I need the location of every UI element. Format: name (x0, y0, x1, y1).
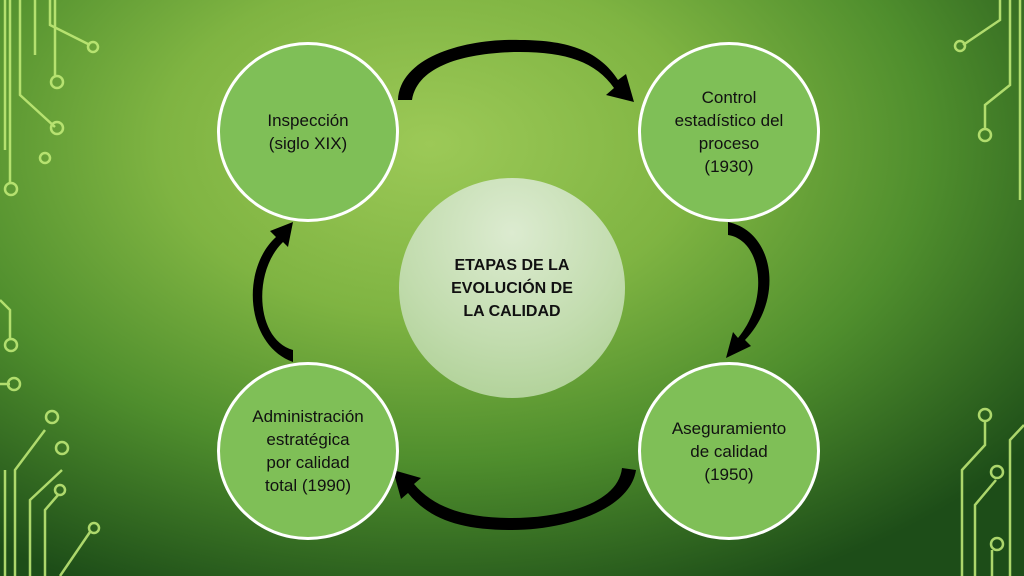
stage-label: Inspección (siglo XIX) (267, 111, 349, 153)
stage-administracion-estrategica: Administración estratégica por calidad t… (217, 362, 399, 540)
arrow-top (398, 39, 634, 102)
stage-inspeccion: Inspección (siglo XIX) (217, 42, 399, 222)
stage-label: Control estadístico del proceso (1930) (674, 88, 784, 176)
center-title-circle: ETAPAS DE LA EVOLUCIÓN DE LA CALIDAD (399, 178, 625, 398)
stage-control-estadistico: Control estadístico del proceso (1930) (638, 42, 820, 222)
stage-label: Administración estratégica por calidad t… (252, 407, 364, 495)
arrow-bottom (393, 468, 636, 530)
stage-label: Aseguramiento de calidad (1950) (671, 418, 787, 484)
center-title: ETAPAS DE LA EVOLUCIÓN DE LA CALIDAD (451, 256, 573, 320)
stage-aseguramiento: Aseguramiento de calidad (1950) (638, 362, 820, 540)
arrow-right (726, 222, 770, 358)
arrow-left (252, 222, 293, 362)
